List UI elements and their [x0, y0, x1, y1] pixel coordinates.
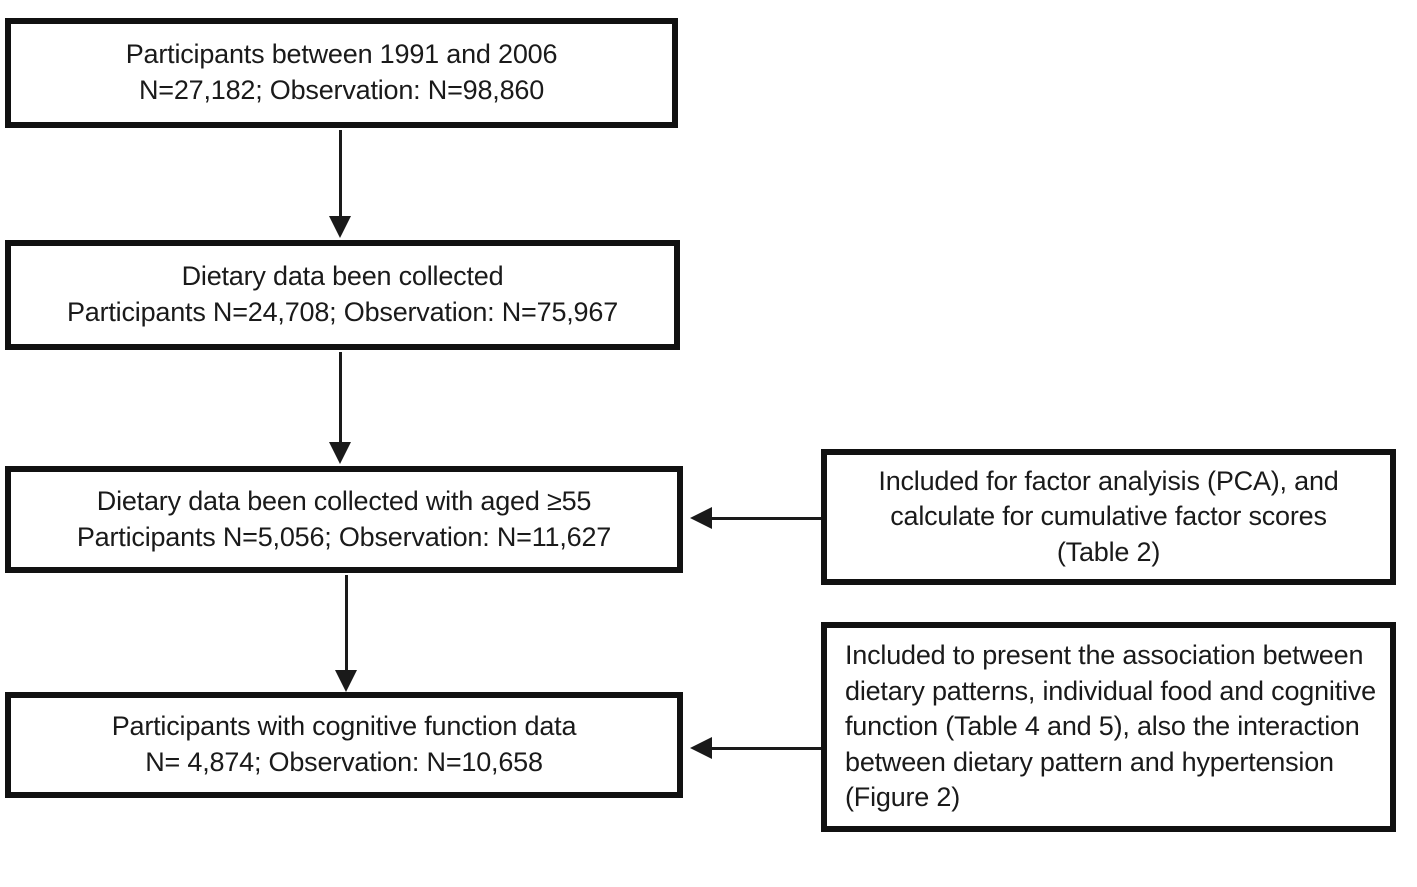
flow-node-dietary-data-aged-55: Dietary data been collected with aged ≥5… — [5, 466, 683, 573]
arrow-head-down-icon — [329, 442, 351, 464]
flow-node-line: Participants N=5,056; Observation: N=11,… — [76, 521, 612, 552]
arrow-shaft — [339, 130, 342, 216]
flow-node-line: N=27,182; Observation: N=98,860 — [138, 75, 545, 105]
flow-node-line: N= 4,874; Observation: N=10,658 — [145, 747, 543, 777]
arrow-shaft — [345, 575, 348, 670]
flow-node-dietary-data-collected: Dietary data been collected Participants… — [5, 240, 680, 350]
flow-node-line: Dietary data been collected with aged ≥5… — [96, 485, 592, 516]
arrow-head-left-icon — [690, 737, 712, 759]
flow-node-line: calculate for cumulative factor scores — [890, 501, 1327, 532]
flow-node-line: Participants N=24,708; Observation: N=75… — [66, 297, 619, 327]
flow-node-participants-1991-2006: Participants between 1991 and 2006 N=27,… — [5, 18, 678, 128]
flow-node-line: Participants between 1991 and 2006 — [125, 39, 558, 70]
arrow-head-down-icon — [329, 216, 351, 238]
arrow-shaft — [339, 352, 342, 442]
flow-node-line: (Table 2) — [1056, 536, 1161, 567]
arrow-shaft — [706, 747, 821, 750]
arrow-shaft — [706, 517, 821, 520]
flow-node-line: Included for factor analyisis (PCA), and — [878, 465, 1339, 496]
flow-node-factor-analysis-note: Included for factor analyisis (PCA), and… — [821, 449, 1396, 585]
arrow-head-left-icon — [690, 507, 712, 529]
flow-node-association-note: Included to present the association betw… — [821, 622, 1396, 832]
flow-node-line: Participants with cognitive function dat… — [111, 711, 577, 742]
arrow-head-down-icon — [335, 670, 357, 692]
flow-node-line: Included to present the association betw… — [845, 639, 1376, 813]
flow-node-cognitive-function-data: Participants with cognitive function dat… — [5, 692, 683, 798]
flow-node-line: Dietary data been collected — [181, 261, 504, 292]
